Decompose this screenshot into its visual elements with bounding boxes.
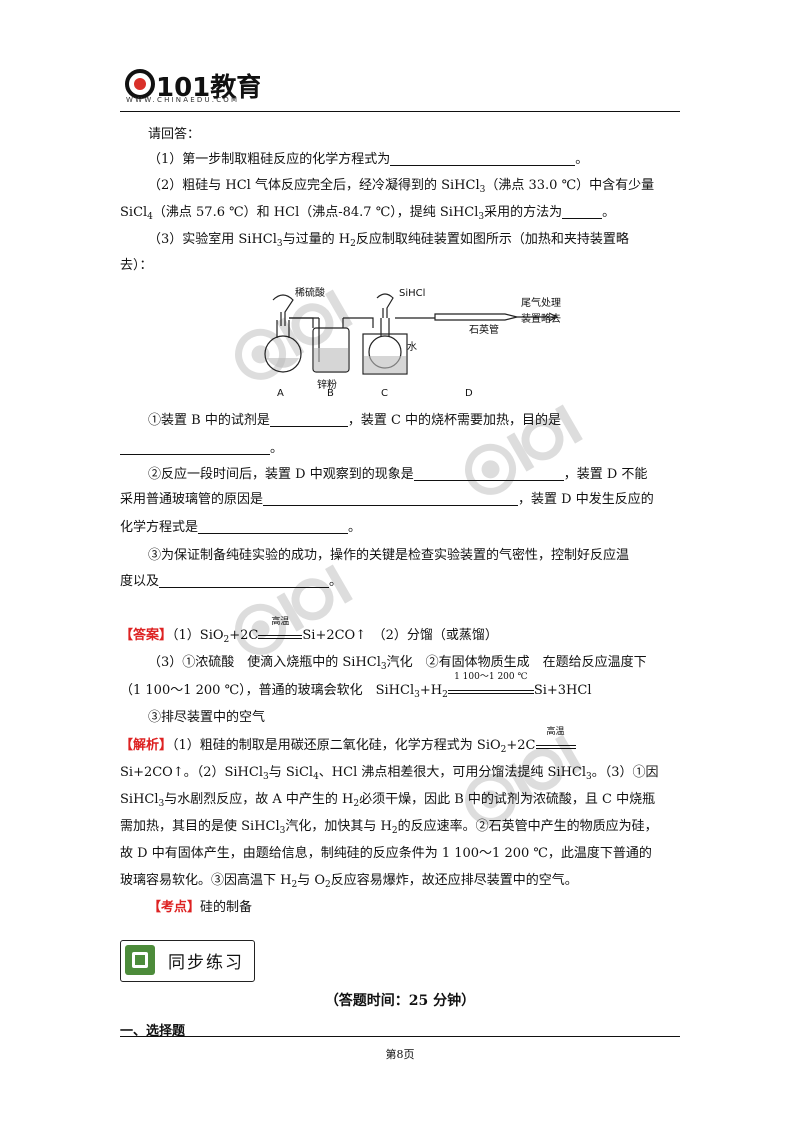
header-divider [120,111,680,112]
analysis-line3: SiHCl3与水剧烈反应，故 A 中产生的 H2必须干燥，因此 B 中的试剂为浓… [120,792,656,809]
label-b: B [327,388,334,398]
label-c: C [381,388,388,398]
label-tail1: 尾气处理 [521,296,561,309]
intro: 请回答： [148,127,201,142]
label-zinc: 锌粉 [317,378,337,391]
flask-a [264,335,302,373]
label-sihcl3: SiHCl [399,288,425,299]
question-2-line1: （2）粗硅与 HCl 气体反应完全后，经冷凝得到的 SiHCl3（沸点 33.0… [148,178,655,195]
answer-tag: 【答案】 [120,628,173,643]
dropping-funnel-c [376,293,394,318]
apparatus-diagram: 稀硫酸 锌粉 SiHCl 水 石英管 尾气处理 装置略去 A B C D [264,286,561,398]
answer-line4: ③排尽装置中的空气 [148,710,266,725]
part-divider [120,1036,680,1037]
answer-blank[interactable] [269,413,348,427]
label-water: 水 [407,341,417,353]
book-icon [125,945,155,975]
sub-question-1: ①装置 B 中的试剂是，装置 C 中的烧杯需要加热，目的是 [148,413,562,428]
logo: 101教育 [125,69,260,103]
sub-question-3-l2: 度以及。 [120,574,343,589]
analysis-tag: 【解析】 [120,738,173,753]
page-number: 第8页 [385,1048,415,1061]
beaker-c [362,333,408,375]
dropping-funnel-a [272,294,294,326]
label-tail2: 装置略去 [521,312,561,325]
sub-question-2: ②反应一段时间后，装置 D 中观察到的现象是，装置 D 不能 [148,467,648,482]
answer-blank[interactable] [198,520,349,534]
kaodian-line: 【考点】硅的制备 [148,900,253,915]
analysis-line6: 玻璃容易软化。③因高温下 H2与 O2反应容易爆炸，故还应排尽装置中的空气。 [120,873,578,890]
answer-blank[interactable] [120,441,270,455]
label-acid: 稀硫酸 [295,286,325,299]
answer-blank[interactable] [263,492,519,506]
part-title: 一、选择题 [120,1024,186,1039]
analysis-line2: Si+2CO↑。（2）SiHCl3与 SiCl4、HCl 沸点相差很大，可用分馏… [120,765,659,782]
label-quartz: 石英管 [469,323,499,336]
label-d: D [465,388,473,398]
sub-question-2-l3: 化学方程式是。 [120,520,362,535]
answer-blank[interactable] [562,205,603,219]
question-3-line1: （3）实验室用 SiHCl3与过量的 H2反应制取纯硅装置如图所示（加热和夹持装… [148,232,629,249]
answer-blank[interactable] [390,152,576,166]
section-header [120,940,255,982]
answer-blank[interactable] [413,467,564,481]
question-1: （1）第一步制取粗硅反应的化学方程式为。 [148,152,589,167]
logo-url: WWW.CHINAEDU.COM [126,96,240,104]
sub-question-2-l2: 采用普通玻璃管的原因是，装置 D 中发生反应的 [120,492,654,507]
bottle-b [312,327,350,373]
label-a: A [277,388,284,398]
sub-question-1-cont: 。 [120,440,680,458]
question-2-line2: SiCl4（沸点 57.6 ℃）和 HCl（沸点-84.7 ℃），提纯 SiHC… [120,205,616,222]
quartz-tube-d [434,313,518,321]
time-note: （答题时间：25 分钟） [324,993,476,1009]
analysis-line5: 故 D 中有固体产生，由题给信息，制纯硅的反应条件为 1 100～1 200 ℃… [120,846,652,861]
logo-text: 101教育 [156,72,260,103]
kaodian-tag: 【考点】 [148,900,201,915]
analysis-line4: 需加热，其目的是使 SiHCl3汽化，加快其与 H2的反应速率。②石英管中产生的… [120,819,658,836]
section-title: 同步练习 [168,953,244,973]
question-3-line2: 去）： [120,258,153,273]
sub-question-3: ③为保证制备纯硅实验的成功，操作的关键是检查实验装置的气密性，控制好反应温 [148,548,630,563]
answer-line2: （3）①浓硫酸 使滴入烧瓶中的 SiHCl3汽化 ②有固体物质生成 在题给反应温… [148,655,647,672]
answer-blank[interactable] [159,574,330,588]
